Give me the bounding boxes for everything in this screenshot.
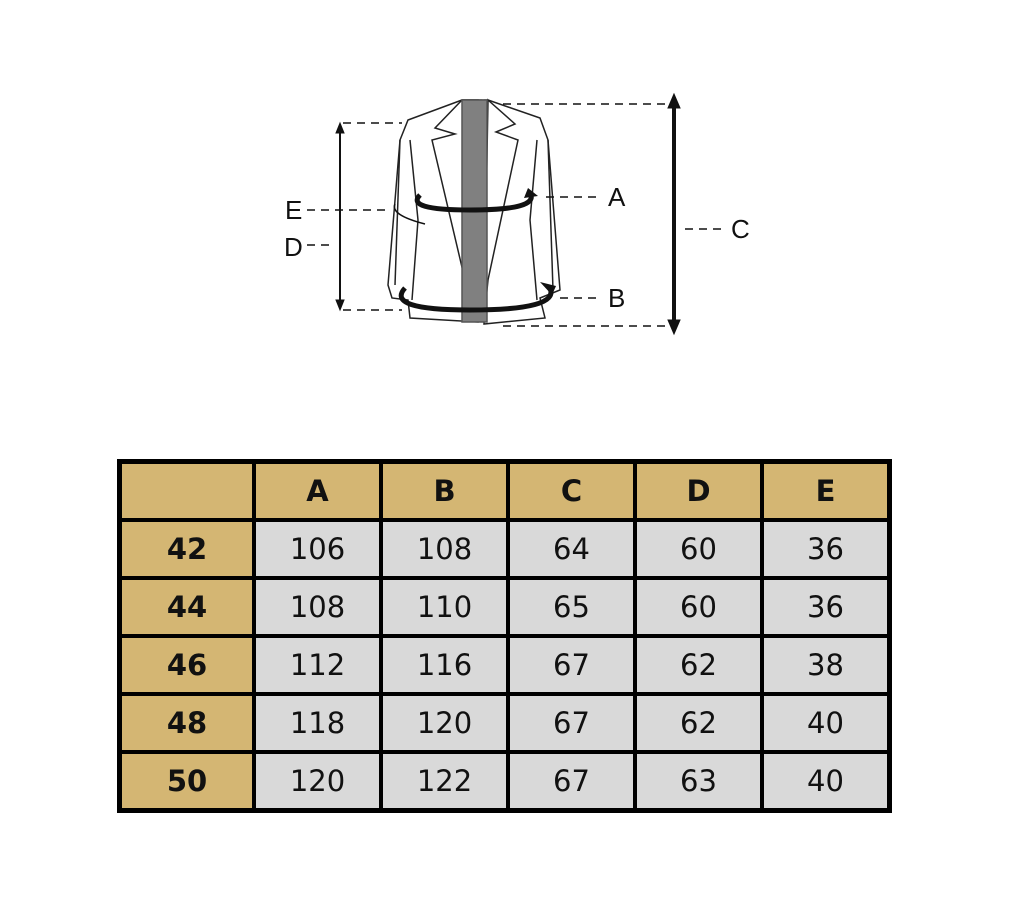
label-c: C — [731, 214, 750, 244]
header-d: D — [633, 459, 764, 522]
measure-lines — [307, 103, 725, 327]
label-e: E — [285, 195, 302, 225]
value-cell: 108 — [252, 576, 383, 638]
value-cell: 120 — [379, 692, 510, 754]
size-cell: 42 — [117, 518, 256, 580]
label-a: A — [608, 182, 626, 212]
value-cell: 62 — [633, 634, 764, 696]
jacket-measurement-diagram: A B C E D — [284, 92, 750, 336]
header-e: E — [760, 459, 892, 522]
label-d: D — [284, 232, 303, 262]
size-cell: 50 — [117, 750, 256, 813]
header-c: C — [506, 459, 637, 522]
size-cell: 46 — [117, 634, 256, 696]
label-b: B — [608, 283, 625, 313]
value-cell: 110 — [379, 576, 510, 638]
value-cell: 116 — [379, 634, 510, 696]
value-cell: 67 — [506, 692, 637, 754]
value-cell: 62 — [633, 692, 764, 754]
value-cell: 40 — [760, 692, 892, 754]
value-cell: 112 — [252, 634, 383, 696]
value-cell: 118 — [252, 692, 383, 754]
length-arrows — [335, 92, 681, 336]
size-cell: 44 — [117, 576, 256, 638]
value-cell: 38 — [760, 634, 892, 696]
value-cell: 65 — [506, 576, 637, 638]
header-b: B — [379, 459, 510, 522]
value-cell: 120 — [252, 750, 383, 813]
circumference-arrows — [393, 188, 556, 313]
value-cell: 60 — [633, 518, 764, 580]
value-cell: 67 — [506, 750, 637, 813]
value-cell: 40 — [760, 750, 892, 813]
size-cell: 48 — [117, 692, 256, 754]
value-cell: 106 — [252, 518, 383, 580]
value-cell: 36 — [760, 576, 892, 638]
value-cell: 64 — [506, 518, 637, 580]
corner-cell — [117, 459, 256, 522]
value-cell: 108 — [379, 518, 510, 580]
value-cell: 63 — [633, 750, 764, 813]
header-a: A — [252, 459, 383, 522]
header-row: A B C D E — [117, 459, 892, 522]
value-cell: 36 — [760, 518, 892, 580]
value-cell: 122 — [379, 750, 510, 813]
value-cell: 60 — [633, 576, 764, 638]
value-cell: 67 — [506, 634, 637, 696]
